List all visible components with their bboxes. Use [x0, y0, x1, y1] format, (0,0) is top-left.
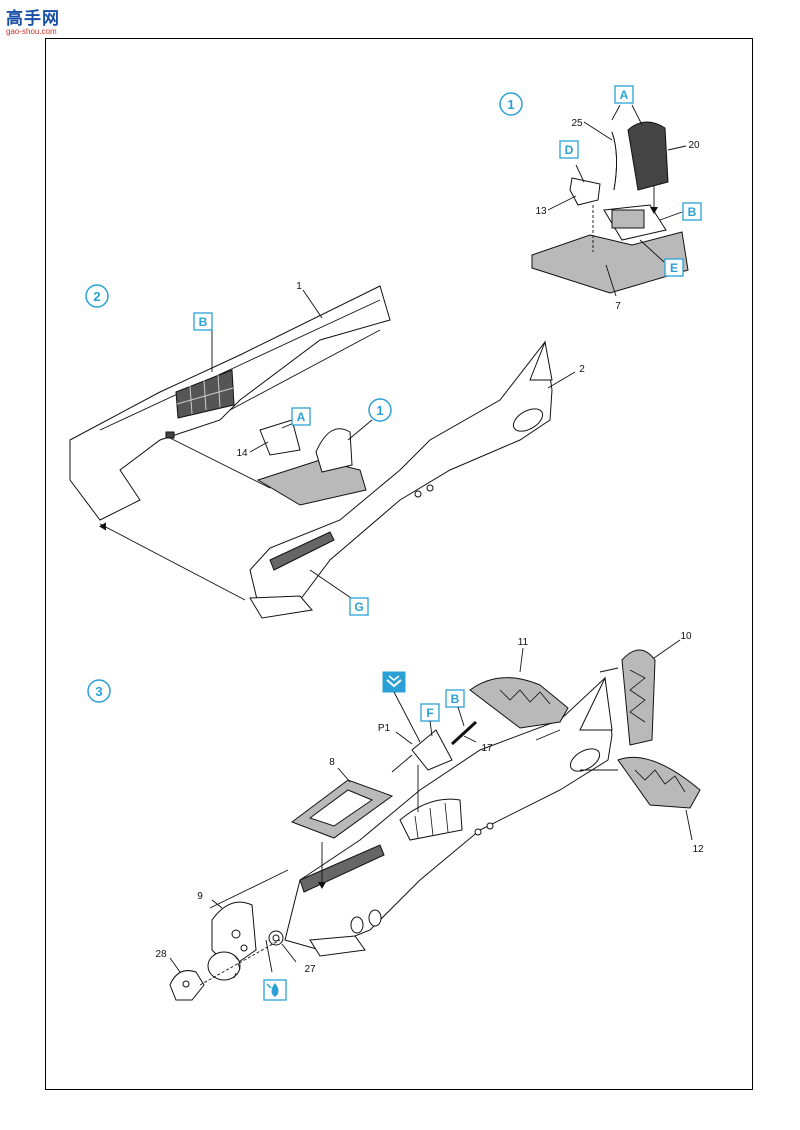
step-2-number: 2 — [93, 289, 100, 304]
label-B-step2: B — [193, 312, 213, 331]
stabilizer-11 — [469, 677, 569, 729]
svg-text:B: B — [451, 692, 460, 706]
step-1: 1 25 20 13 7 A — [499, 85, 702, 312]
seat-back-part — [627, 121, 669, 191]
part-12: 12 — [692, 844, 704, 855]
part-P1: P1 — [378, 723, 391, 734]
antenna-17 — [450, 720, 478, 746]
svg-text:A: A — [620, 88, 629, 102]
fin-part — [529, 340, 553, 381]
label-F-step3: F — [420, 703, 440, 722]
intake-step3 — [309, 935, 366, 957]
step-3: 3 — [87, 631, 704, 1001]
svg-text:A: A — [297, 410, 306, 424]
part-11: 11 — [518, 637, 529, 648]
part-10: 10 — [680, 631, 692, 642]
rudder-10 — [621, 649, 656, 746]
photo-etch-p1 — [411, 729, 453, 771]
label-B-step3: B — [445, 689, 465, 708]
glue-icon — [382, 671, 406, 693]
intake-scoop — [249, 595, 313, 619]
part-20: 20 — [688, 140, 700, 151]
seat-inner — [611, 209, 645, 229]
part-17: 17 — [481, 743, 493, 754]
part-28: 28 — [155, 949, 167, 960]
cockpit-floor-part — [531, 231, 689, 294]
step-3-number: 3 — [95, 684, 102, 699]
step-2: 2 — [69, 281, 585, 619]
stabilizer-12 — [617, 756, 701, 809]
part-8: 8 — [329, 757, 335, 768]
svg-text:B: B — [199, 315, 208, 329]
step-1-number: 1 — [507, 97, 514, 112]
label-A-step1: A — [614, 85, 634, 104]
svg-text:1: 1 — [376, 403, 383, 418]
propeller-gear — [207, 951, 241, 981]
part-7: 7 — [615, 301, 621, 312]
exhaust-stacks-part — [269, 531, 335, 571]
part-1: 1 — [296, 281, 302, 292]
svg-text:D: D — [565, 143, 574, 157]
step-3-marker — [87, 679, 111, 703]
pedal-in-fuselage — [259, 419, 301, 456]
subassembly-1-ref: 1 — [368, 398, 392, 422]
label-D-step1: D — [559, 140, 579, 159]
fin-step3 — [579, 676, 613, 731]
svg-text:B: B — [688, 205, 697, 219]
label-B-step1: B — [682, 202, 702, 221]
svg-text:G: G — [354, 600, 363, 614]
exhaust-step3 — [299, 844, 385, 893]
paint-drop-icon — [263, 979, 287, 1001]
seat-in-fuselage — [315, 428, 353, 473]
logo-url: gao-shou.com — [6, 27, 57, 36]
svg-text:F: F — [426, 706, 433, 720]
svg-text:E: E — [670, 261, 678, 275]
part-2: 2 — [579, 364, 585, 375]
step-2-marker — [85, 284, 109, 308]
part-14: 14 — [236, 448, 248, 459]
radiator-grille — [175, 369, 235, 419]
label-G-step2: G — [349, 597, 369, 616]
part-9: 9 — [197, 891, 203, 902]
page-frame — [45, 38, 753, 1090]
label-E-step1: E — [664, 258, 684, 277]
rudder-pedal-part — [569, 177, 601, 206]
part-13: 13 — [535, 206, 547, 217]
logo-text: 高手网 — [6, 9, 60, 29]
site-logo: 高手网 gao-shou.com — [6, 4, 76, 36]
step-1-marker — [499, 92, 523, 116]
cockpit-assembly-fit — [256, 459, 367, 506]
part-25: 25 — [571, 118, 583, 129]
label-A-step2: A — [291, 407, 311, 426]
part-27: 27 — [304, 964, 316, 975]
